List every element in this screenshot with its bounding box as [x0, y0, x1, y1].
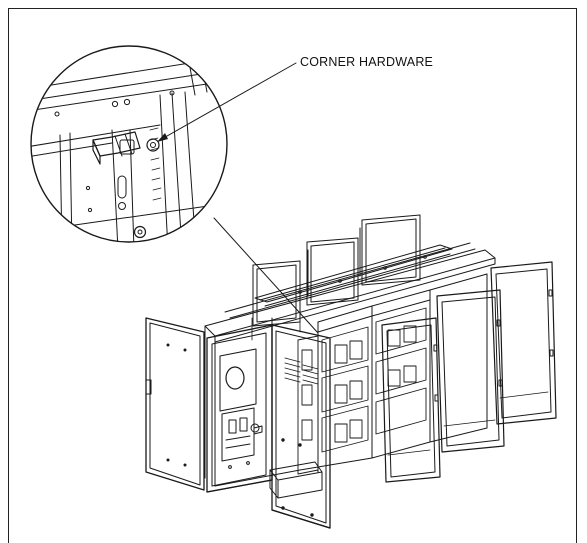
open-section-doors	[381, 261, 557, 483]
section-door-1	[381, 317, 441, 483]
bolt-hole	[111, 100, 119, 108]
meter-dial	[225, 366, 245, 390]
callout-label-corner-hardware: CORNER HARDWARE	[300, 55, 434, 69]
corner-bracket	[92, 131, 141, 157]
door-latch	[145, 379, 152, 395]
detail-circle	[30, 45, 228, 243]
breaker-compartments	[297, 307, 427, 475]
lower-nut	[133, 225, 147, 239]
callout-arrowhead	[157, 133, 168, 142]
section-door-2	[436, 289, 505, 453]
detail-view	[30, 45, 228, 243]
handle	[253, 425, 263, 435]
corner-bolt	[146, 138, 160, 152]
callout-leader	[159, 62, 297, 141]
vent-louvers	[284, 357, 301, 383]
roof-rails	[204, 242, 496, 343]
left-front-door	[145, 317, 205, 491]
main-breaker	[221, 407, 255, 462]
bracket-block	[119, 139, 135, 155]
detail-leader	[213, 217, 319, 334]
bolt-hole	[123, 98, 131, 106]
switchgear-assembly	[145, 214, 557, 529]
slot	[117, 175, 127, 199]
figure-frame	[8, 8, 577, 543]
main-section-front	[206, 324, 273, 493]
rear-door-frames	[252, 214, 421, 327]
detail-content	[31, 46, 227, 242]
bolt-hole	[54, 111, 60, 117]
section-door-3	[490, 261, 557, 425]
door-knob	[250, 423, 260, 433]
meter-window	[219, 348, 257, 412]
